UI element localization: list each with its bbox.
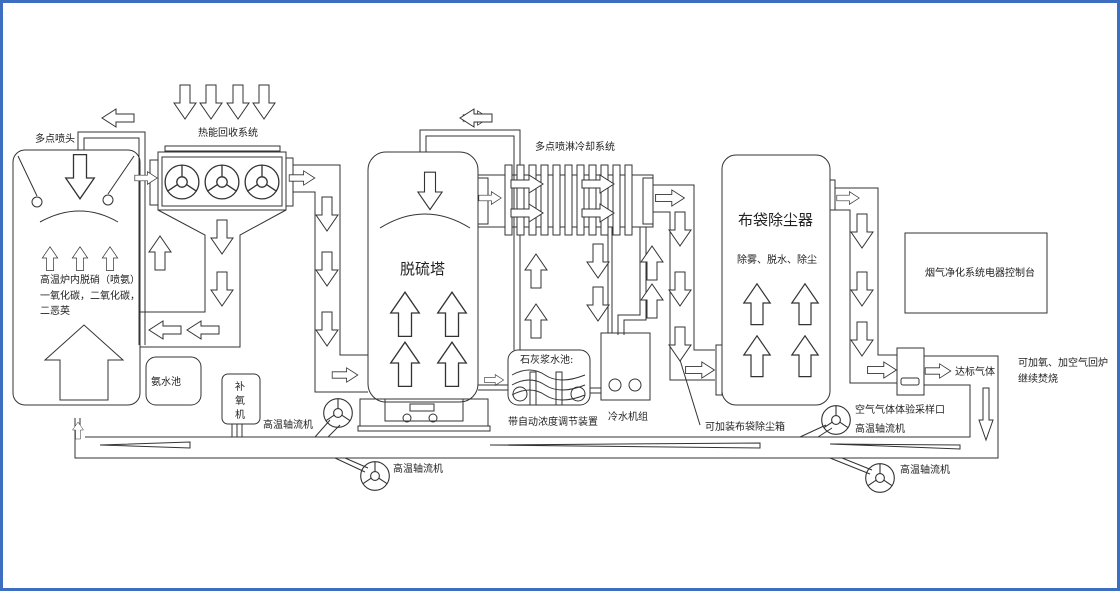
axial-fan-2: 高温轴流机 — [334, 457, 443, 491]
sampling-box — [896, 347, 925, 396]
qualified-gas-label: 达标气体 — [955, 365, 995, 378]
optional-bag-label: 可加装布袋除尘箱 — [705, 420, 785, 433]
auto-concentration-label: 带自动浓度调节装置 — [508, 415, 598, 428]
ammonia-pool: 氨水池 — [145, 356, 202, 406]
control-panel: 烟气净化系统电器控制台 — [904, 232, 1048, 314]
arrow-up-icon — [148, 235, 172, 271]
furnace: 高温炉内脱硝（喷氨） 一氧化碳，二氧化碳， 二恶英 — [12, 149, 141, 406]
ammonia-pool-label: 氨水池 — [151, 375, 181, 388]
chiller-unit: 冷水机组 — [600, 332, 651, 423]
baghouse-label: 布袋除尘器 — [738, 211, 813, 229]
arrow-left-icon — [101, 108, 135, 128]
return-label-1: 可加氧、加空气回炉 — [1018, 356, 1108, 369]
return-label-2: 继续焚烧 — [1018, 372, 1058, 385]
chiller-label: 冷水机组 — [608, 410, 648, 423]
fan-label: 高温轴流机 — [263, 418, 313, 431]
axial-fan-1: 高温轴流机 — [263, 398, 353, 438]
control-panel-label: 烟气净化系统电器控制台 — [925, 266, 1035, 279]
baghouse-sub-label: 除雾、脱水、除尘 — [737, 253, 817, 266]
furnace-label-3: 二恶英 — [40, 304, 70, 317]
desulfur-tower: 脱硫塔 — [357, 151, 491, 432]
fan-label: 高温轴流机 — [855, 422, 905, 435]
axial-fan-4: 高温轴流机 — [829, 457, 950, 493]
oxygen-machine: 补 氧 机 — [221, 373, 261, 437]
fan-label: 高温轴流机 — [393, 462, 443, 475]
oxygen-machine-label: 补 — [235, 380, 245, 393]
oxygen-machine-label: 机 — [235, 408, 245, 421]
desulfur-tower-label: 脱硫塔 — [400, 260, 445, 278]
baghouse-filter: 布袋除尘器 除雾、脱水、除尘 — [721, 154, 836, 406]
fan-label: 高温轴流机 — [900, 463, 950, 476]
axial-fan-3: 高温轴流机 — [799, 405, 905, 438]
multi-nozzle-label: 多点喷头 — [35, 132, 75, 145]
spray-cooling-system: 多点喷淋冷却系统 — [477, 140, 685, 236]
heat-recovery-system: 热能回收系统 — [134, 84, 316, 348]
furnace-label-2: 一氧化碳，二氧化碳， — [40, 289, 140, 302]
oxygen-machine-label: 氧 — [235, 394, 245, 407]
heat-recovery-label: 热能回收系统 — [198, 126, 258, 139]
furnace-label-1: 高温炉内脱硝（喷氨） — [40, 273, 140, 286]
lime-pool-label: 石灰浆水池: — [520, 353, 573, 366]
spray-cooling-label: 多点喷淋冷却系统 — [535, 140, 615, 153]
sampling-port-label: 空气气体体验采样口 — [855, 403, 945, 416]
lime-slurry-pool: 石灰浆水池: 带自动浓度调节装置 — [507, 349, 598, 428]
